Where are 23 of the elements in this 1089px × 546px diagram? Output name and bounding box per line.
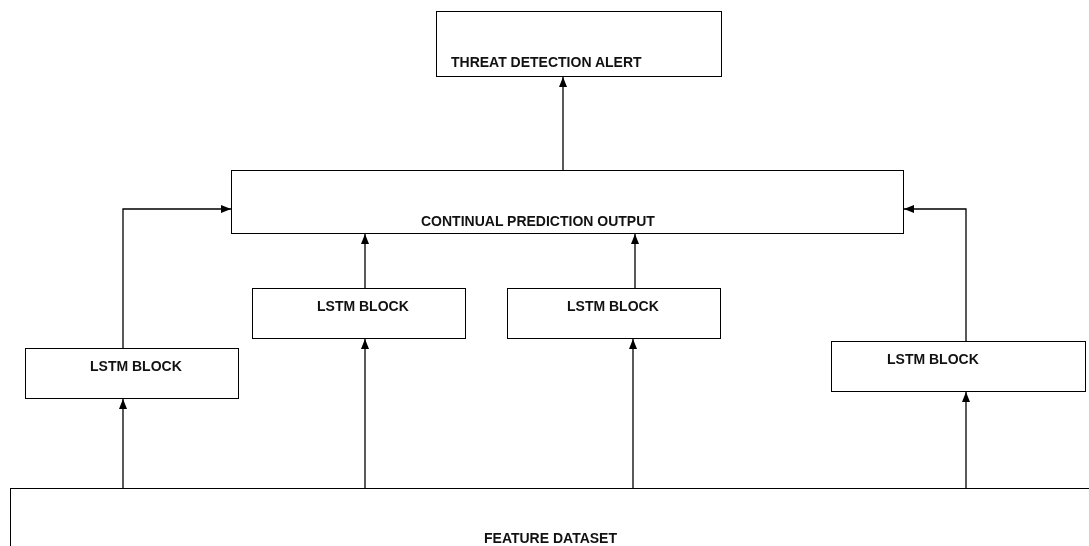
- box-label: THREAT DETECTION ALERT: [451, 54, 642, 70]
- process-box: [831, 341, 1086, 392]
- arrow: [903, 204, 967, 342]
- box-label: LSTM BLOCK: [887, 351, 979, 367]
- box-label: LSTM BLOCK: [317, 298, 409, 314]
- arrow: [360, 338, 370, 489]
- process-box: [25, 348, 239, 399]
- process-box: [252, 288, 466, 339]
- arrow: [961, 391, 971, 489]
- arrow: [628, 338, 638, 489]
- process-box: [436, 11, 722, 77]
- box-label: FEATURE DATASET: [484, 530, 617, 546]
- process-box: [10, 488, 1089, 546]
- arrow: [122, 204, 232, 349]
- box-label: LSTM BLOCK: [567, 298, 659, 314]
- arrow: [630, 233, 640, 289]
- arrow: [558, 76, 568, 171]
- arrow: [118, 398, 128, 489]
- box-label: CONTINUAL PREDICTION OUTPUT: [421, 213, 655, 229]
- process-box: [231, 170, 904, 234]
- arrow: [360, 233, 370, 289]
- process-box: [507, 288, 721, 339]
- box-label: LSTM BLOCK: [90, 358, 182, 374]
